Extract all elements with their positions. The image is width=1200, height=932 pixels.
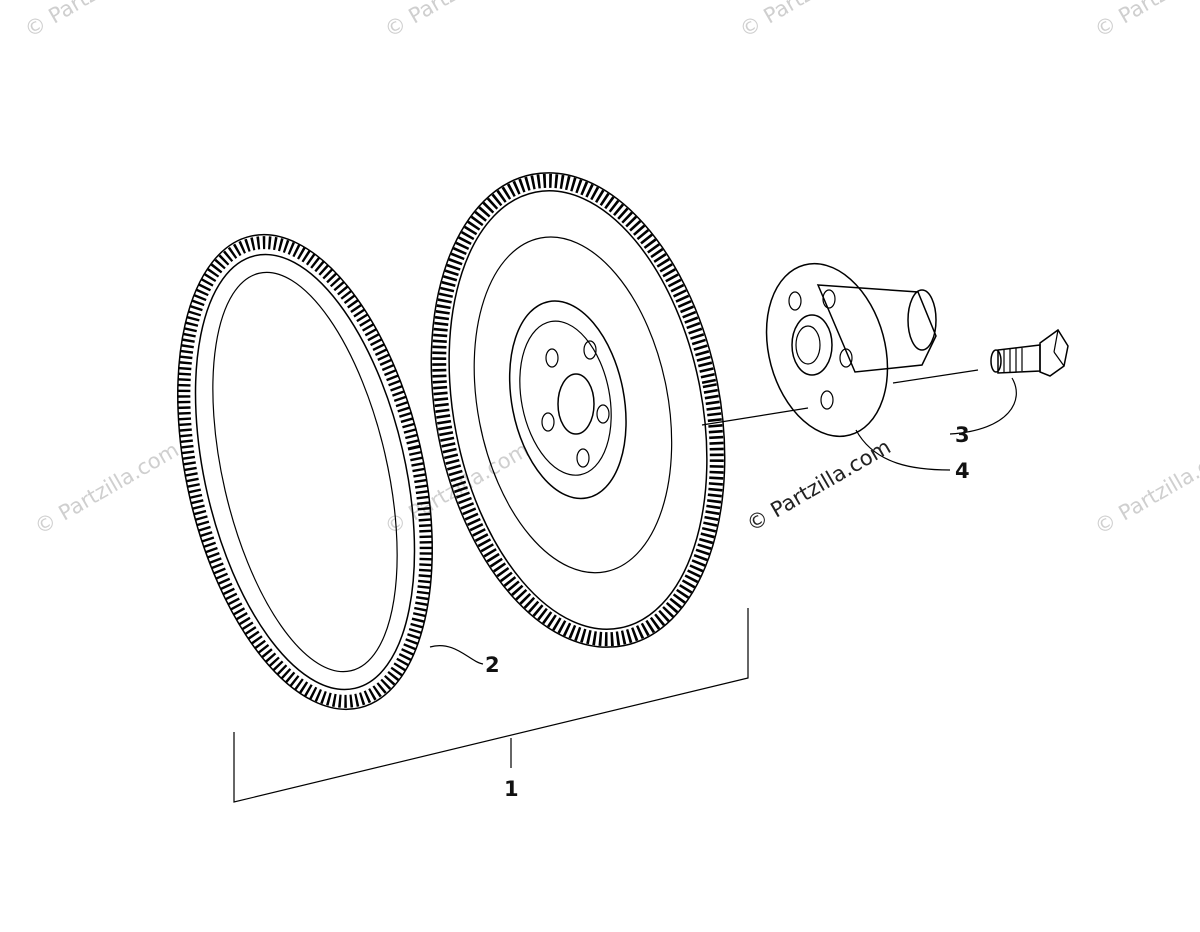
center-axis — [892, 369, 979, 384]
watermark: © Partzilla.com — [381, 0, 533, 42]
ring-gear-icon — [177, 233, 433, 711]
leader-3 — [949, 377, 1017, 435]
watermark-layer: © Partzilla.com © Partzilla.com © Partzi… — [21, 0, 1200, 539]
leader-4 — [855, 429, 951, 471]
flywheel-bolt-holes — [541, 340, 610, 468]
watermark: © Partzilla.com — [31, 438, 183, 540]
watermark: © Partzilla.com — [21, 0, 173, 42]
leader-2 — [429, 645, 484, 665]
watermark: © Partzilla.com — [1091, 0, 1200, 42]
watermark: © Partzilla.com — [736, 0, 888, 42]
flywheel-icon — [430, 172, 726, 648]
leader-lines — [233, 369, 1017, 803]
callout-2: 2 — [485, 653, 500, 677]
hub-icon — [765, 262, 937, 438]
center-axis — [701, 407, 809, 426]
callout-4: 4 — [955, 459, 970, 483]
bracket-1 — [233, 608, 749, 803]
callout-1: 1 — [504, 777, 519, 801]
watermark: © Partzilla.com — [1091, 438, 1200, 540]
bolt-icon — [990, 328, 1069, 377]
credit-text: © Partzilla.com — [743, 435, 895, 537]
callout-3: 3 — [955, 423, 970, 447]
